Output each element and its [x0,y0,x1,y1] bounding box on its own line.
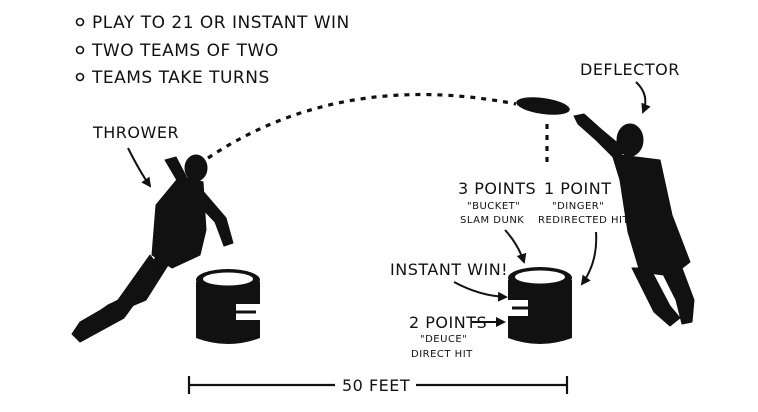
flight-path-line [207,92,517,160]
deuce-desc: DIRECT HIT [411,349,473,360]
dinger-name: "DINGER" [552,201,604,212]
bullet-icon [75,45,85,55]
bucket-desc: SLAM DUNK [460,215,524,226]
bucket-arrow-icon [504,229,527,264]
instant-win-label: INSTANT WIN! [390,260,508,279]
dinger-desc: REDIRECTED HIT [538,215,629,226]
bullet-icon [75,17,85,27]
rule-item: TEAMS TAKE TURNS [91,68,270,88]
rules-list: PLAY TO 21 OR INSTANT WIN TWO TEAMS OF T… [75,13,350,88]
deflector-figure [573,113,695,327]
distance-measure: 50 FEET [187,376,569,395]
dinger-arrow-icon [580,231,598,286]
frisbee-icon [516,97,570,115]
bucket-name: "BUCKET" [467,201,520,212]
score-bucket: 3 POINTS "BUCKET" SLAM DUNK [458,179,536,226]
thrower-can [196,269,260,344]
score-deuce: 2 POINTS "DEUCE" DIRECT HIT [409,313,487,360]
dinger-points: 1 POINT [544,179,611,198]
thrower-arrow-icon [127,147,152,188]
instant-win-arrow-icon [453,281,508,302]
distance-label: 50 FEET [342,376,410,395]
deuce-name: "DEUCE" [420,334,467,345]
score-dinger: 1 POINT "DINGER" REDIRECTED HIT [538,179,629,226]
deuce-points: 2 POINTS [409,313,487,332]
thrower-label: THROWER [92,123,179,142]
deflector-arrow-icon [635,81,651,114]
target-can [508,267,572,344]
thrower-figure [71,154,234,343]
bucket-points: 3 POINTS [458,179,536,198]
bullet-icon [75,72,85,82]
deflector-label: DEFLECTOR [580,60,680,79]
rule-item: PLAY TO 21 OR INSTANT WIN [92,13,350,33]
rule-item: TWO TEAMS OF TWO [91,41,279,61]
